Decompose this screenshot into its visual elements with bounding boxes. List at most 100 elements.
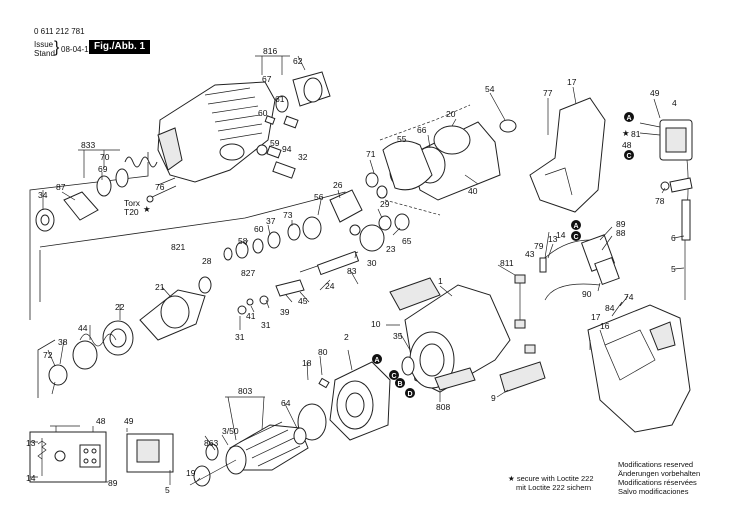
label-39: 39 <box>280 307 290 317</box>
circle-letter-C-top: C <box>624 150 634 160</box>
label-59: 59 <box>270 138 280 148</box>
label-66: 66 <box>417 125 427 135</box>
label-83: 83 <box>347 266 357 276</box>
armature-group <box>189 421 309 487</box>
label-20: 20 <box>446 109 456 119</box>
label-40: 40 <box>468 186 478 196</box>
schematic-label-14: 14 <box>26 473 36 483</box>
label-54: 54 <box>485 84 495 94</box>
label-61: 61 <box>275 94 285 104</box>
issue-date: 08-04-17 <box>61 45 94 54</box>
label-37: 37 <box>266 216 276 226</box>
stator-group <box>297 361 391 441</box>
label-32: 32 <box>298 152 308 162</box>
cord-group <box>660 159 693 300</box>
label-35: 35 <box>393 331 403 341</box>
switch-group <box>639 119 693 161</box>
gear-parts <box>329 172 410 252</box>
label-55: 55 <box>397 134 407 144</box>
star-icon: ★ <box>508 474 517 483</box>
label-350: 3/50 <box>222 426 239 436</box>
label-18: 18 <box>302 358 312 368</box>
label-17-top: 17 <box>567 77 577 87</box>
label-808: 808 <box>436 402 450 412</box>
label-49: 49 <box>650 88 660 98</box>
label-22: 22 <box>115 302 125 312</box>
label-833: 833 <box>81 140 95 150</box>
label-81: 81 <box>631 129 641 139</box>
mod-note-de: Änderungen vorbehalten <box>618 469 701 478</box>
label-827: 827 <box>241 268 255 278</box>
label-811: 811 <box>500 258 514 268</box>
circle-letter-A-top: A <box>624 112 634 122</box>
tool-holder-parts <box>35 156 177 232</box>
spindle-group <box>223 216 360 276</box>
bracket-833 <box>29 152 149 320</box>
label-23: 23 <box>386 244 396 254</box>
schematic-label-89: 89 <box>108 478 118 488</box>
mod-note-fr: Modifications réservées <box>618 478 697 487</box>
circle-letter-A-mid: A <box>571 220 581 230</box>
label-2: 2 <box>344 332 349 342</box>
label-73: 73 <box>283 210 293 220</box>
svg-text:A: A <box>374 357 379 364</box>
label-62: 62 <box>293 56 303 66</box>
label-60-top: 60 <box>258 108 268 118</box>
label-43: 43 <box>525 249 535 259</box>
label-74: 74 <box>624 292 634 302</box>
issue-label: Issue <box>34 40 54 49</box>
svg-text:A: A <box>573 223 578 230</box>
label-9: 9 <box>491 393 496 403</box>
label-90: 90 <box>582 289 592 299</box>
svg-text:C: C <box>573 234 578 241</box>
label-torx: Torx <box>124 198 141 208</box>
motor-housing <box>389 277 546 393</box>
schematic-label-49: 49 <box>124 416 134 426</box>
label-45: 45 <box>298 296 308 306</box>
part-number: 0 611 212 781 <box>34 27 85 36</box>
modifications-note: Modifications reserved Änderungen vorbeh… <box>618 460 700 496</box>
label-78: 78 <box>655 196 665 206</box>
issue-bracket: } <box>54 39 60 56</box>
label-88: 88 <box>616 228 626 238</box>
label-70: 70 <box>100 152 110 162</box>
label-71: 71 <box>366 149 376 159</box>
svg-text:C: C <box>626 153 631 160</box>
loctite-note: ★ secure with Loctite 222 mit Loctite 22… <box>508 474 594 492</box>
label-30: 30 <box>367 258 377 268</box>
loctite-note-en: secure with Loctite 222 <box>516 474 594 483</box>
label-816: 816 <box>263 46 277 56</box>
label-64: 64 <box>281 398 291 408</box>
circuit-schematic <box>29 431 174 485</box>
label-58: 58 <box>238 236 248 246</box>
label-65: 65 <box>402 236 412 246</box>
star-marker-81: ★ <box>622 128 630 138</box>
label-31-left: 31 <box>235 332 245 342</box>
label-89: 89 <box>616 219 626 229</box>
label-14: 14 <box>556 230 566 240</box>
label-1: 1 <box>438 276 443 286</box>
part-labels: 816 67 62 61 60 833 70 59 94 32 34 87 69… <box>26 46 677 495</box>
star-marker: ★ <box>143 204 151 214</box>
svg-text:A: A <box>626 115 631 122</box>
label-38: 38 <box>58 337 68 347</box>
label-21: 21 <box>155 282 165 292</box>
mod-note-es: Salvo modificaciones <box>618 487 689 496</box>
circle-letter-A-low: A <box>372 354 382 364</box>
label-41: 41 <box>246 311 256 321</box>
label-34: 34 <box>38 190 48 200</box>
label-5: 5 <box>671 264 676 274</box>
loctite-note-de: mit Loctite 222 sichern <box>516 483 592 492</box>
svg-text:C: C <box>391 373 396 380</box>
label-77: 77 <box>543 88 553 98</box>
label-17-bottom: 17 <box>591 312 601 322</box>
bearing-sleeve-group <box>264 71 331 129</box>
schematic-label-5: 5 <box>165 485 170 495</box>
label-94: 94 <box>282 144 292 154</box>
schematic-label-48: 48 <box>96 416 106 426</box>
label-4: 4 <box>672 98 677 108</box>
label-821: 821 <box>171 242 185 252</box>
leader-lines <box>30 55 685 483</box>
handle-half-top <box>529 97 606 213</box>
